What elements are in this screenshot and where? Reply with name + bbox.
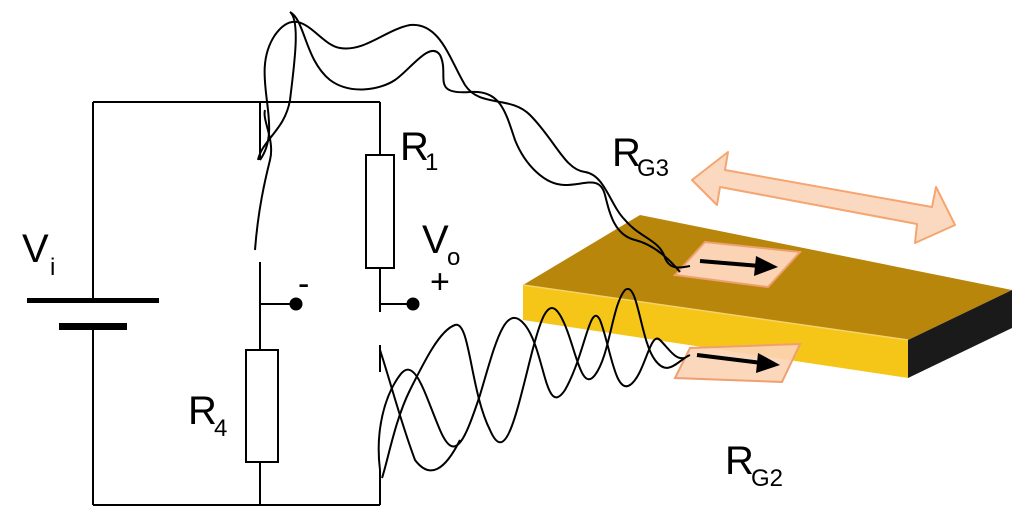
lead-wires-rg3 xyxy=(254,11,691,273)
label-rg2: R G2 xyxy=(725,439,783,492)
vo-minus-terminal xyxy=(289,297,303,311)
label-r1: R 1 xyxy=(400,125,438,176)
circuit-wires xyxy=(92,101,413,506)
label-vi: V i xyxy=(22,227,55,281)
svg-text:R: R xyxy=(188,389,217,433)
svg-text:4: 4 xyxy=(214,415,227,442)
battery-icon xyxy=(27,298,159,330)
resistor-r4 xyxy=(245,349,279,463)
svg-text:G2: G2 xyxy=(751,465,783,492)
svg-text:o: o xyxy=(447,244,460,271)
double-arrow-icon xyxy=(691,151,956,244)
label-plus-sign: + xyxy=(430,263,450,301)
svg-text:i: i xyxy=(50,254,55,281)
svg-text:R: R xyxy=(612,131,641,175)
svg-text:V: V xyxy=(422,218,449,262)
label-rg3: R G3 xyxy=(612,131,669,182)
resistor-r1 xyxy=(365,154,395,269)
svg-text:V: V xyxy=(22,227,49,271)
beam-right-face xyxy=(908,290,1012,378)
beam-front-face xyxy=(523,285,908,378)
lead-wires-rg2 xyxy=(377,287,691,479)
strain-gauge-icon xyxy=(672,240,803,289)
label-r4: R 4 xyxy=(188,389,227,442)
svg-text:R: R xyxy=(400,125,429,169)
label-vo: V o xyxy=(422,218,460,271)
vo-plus-terminal xyxy=(406,297,420,311)
strain-gauge-bottom xyxy=(673,342,802,384)
svg-text:G3: G3 xyxy=(637,155,669,182)
label-minus-sign: - xyxy=(298,265,309,303)
svg-text:R: R xyxy=(725,439,754,483)
svg-text:1: 1 xyxy=(425,149,438,176)
